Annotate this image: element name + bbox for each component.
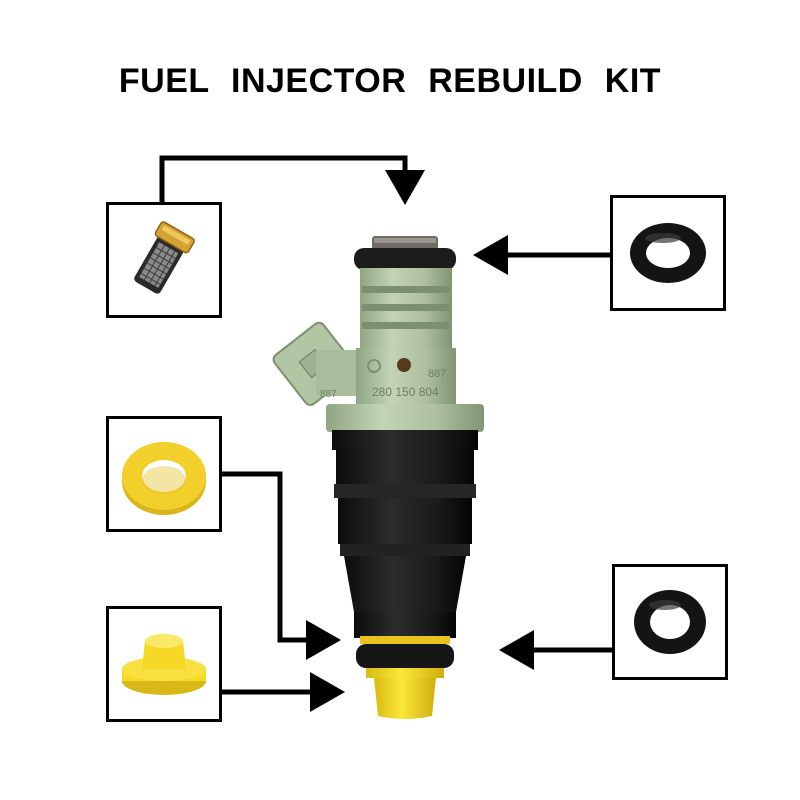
filter-basket-icon bbox=[134, 221, 195, 294]
top-o-ring-box bbox=[610, 195, 726, 311]
filter-basket-box bbox=[106, 202, 222, 318]
fuel-injector: 887 280 150 804 887 bbox=[272, 236, 484, 719]
arrow-filter bbox=[159, 155, 425, 205]
part-number-text: 280 150 804 bbox=[372, 385, 439, 399]
code-side-text: 887 bbox=[320, 389, 337, 400]
washer-icon bbox=[122, 442, 206, 515]
pintle-cap-box bbox=[106, 606, 222, 722]
pintle-cap-icon bbox=[122, 634, 206, 695]
arrow-washer bbox=[222, 471, 341, 660]
o-ring-icon bbox=[630, 223, 706, 283]
washer-box bbox=[106, 416, 222, 532]
code-top-text: 887 bbox=[428, 368, 446, 380]
o-ring-icon bbox=[634, 590, 706, 654]
page-title: FUEL INJECTOR REBUILD KIT bbox=[118, 62, 662, 100]
bottom-o-ring-box bbox=[612, 564, 728, 680]
